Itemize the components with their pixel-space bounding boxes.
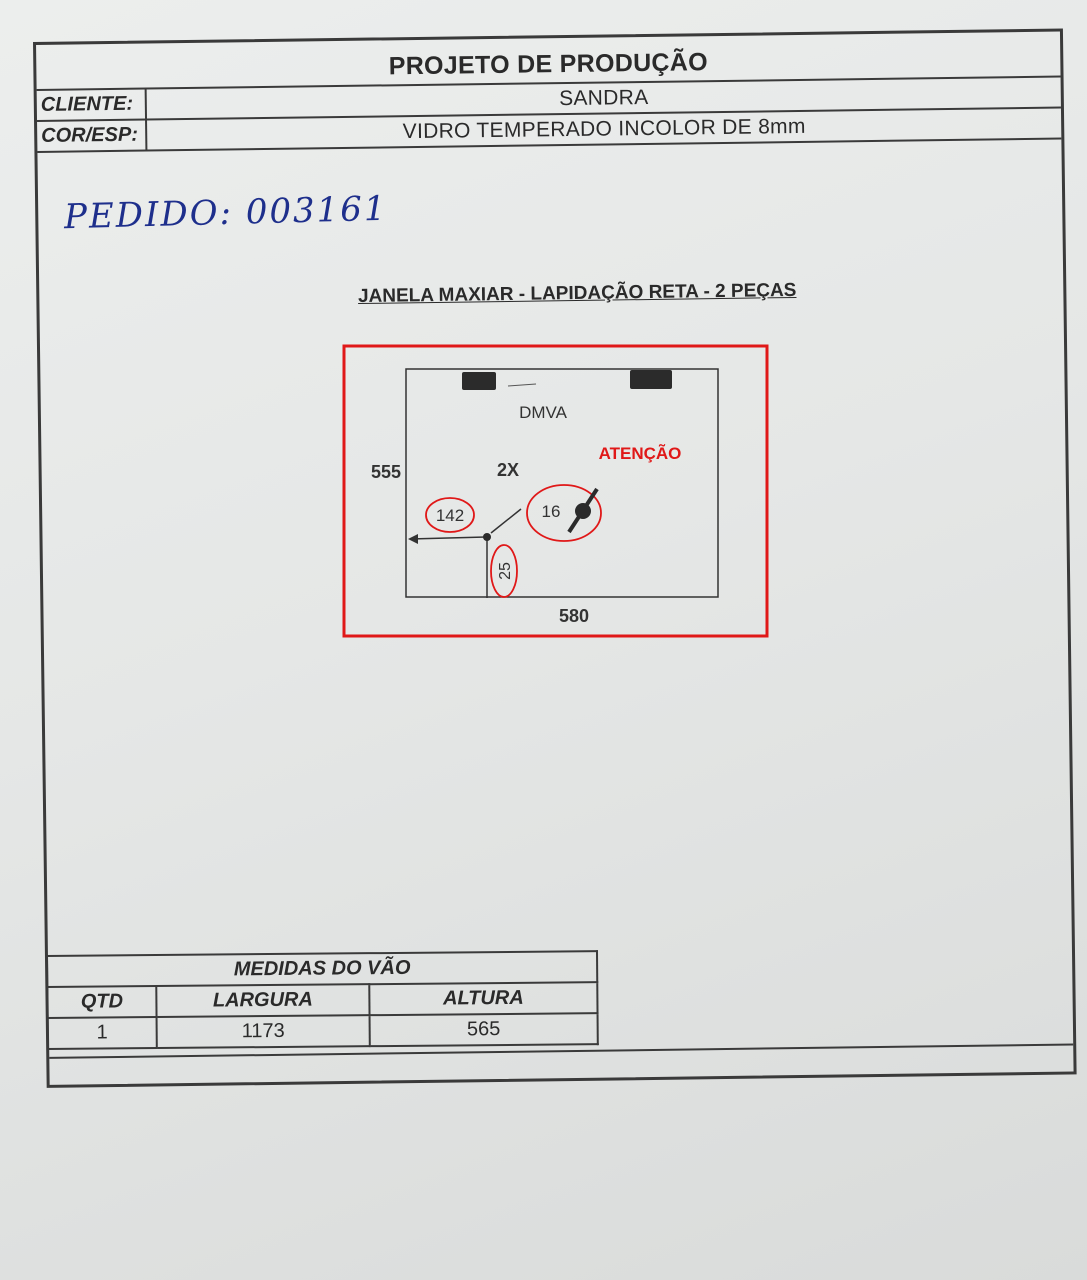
leader-line (490, 508, 522, 534)
label-dmva: DMVA (519, 403, 568, 422)
hole-marker-small (483, 533, 491, 541)
label-atencao: ATENÇÃO (599, 443, 682, 463)
vao-table-title: MEDIDAS DO VÃO (47, 951, 598, 987)
dimension-25: 25 (497, 562, 514, 580)
header-largura: LARGURA (156, 984, 370, 1018)
window-drawing: DMVA ATENÇÃO 2X 555 580 142 16 25 (342, 344, 769, 638)
vao-measurements-table: MEDIDAS DO VÃO QTD LARGURA ALTURA 1 1173… (46, 950, 599, 1050)
dim-142-line (409, 536, 487, 540)
hinge-right (630, 370, 672, 389)
hole-marker-large (575, 503, 591, 519)
circle-16 (526, 484, 602, 542)
handwritten-order-number: PEDIDO: 003161 (63, 188, 389, 238)
dimension-142: 142 (436, 506, 464, 525)
pencil-mark (507, 383, 537, 387)
cell-altura: 565 (369, 1013, 598, 1047)
dimension-16: 16 (542, 502, 561, 521)
table-row: 1 1173 565 (47, 1013, 598, 1049)
color-label: COR/ESP: (37, 120, 148, 151)
highlight-frame (342, 344, 769, 638)
header-qtd: QTD (47, 986, 157, 1018)
header-altura: ALTURA (369, 982, 598, 1016)
label-2x: 2X (497, 460, 519, 480)
hinge-left (462, 372, 496, 390)
dim-142-arrowhead (408, 534, 418, 544)
cell-largura: 1173 (156, 1015, 370, 1049)
cell-qtd: 1 (47, 1017, 157, 1049)
glass-panel (405, 368, 719, 598)
client-label: CLIENTE: (36, 89, 148, 120)
circle-142 (425, 497, 475, 533)
dimension-width: 580 (559, 606, 589, 626)
dimension-height: 555 (371, 462, 401, 482)
circle-25 (490, 544, 518, 598)
